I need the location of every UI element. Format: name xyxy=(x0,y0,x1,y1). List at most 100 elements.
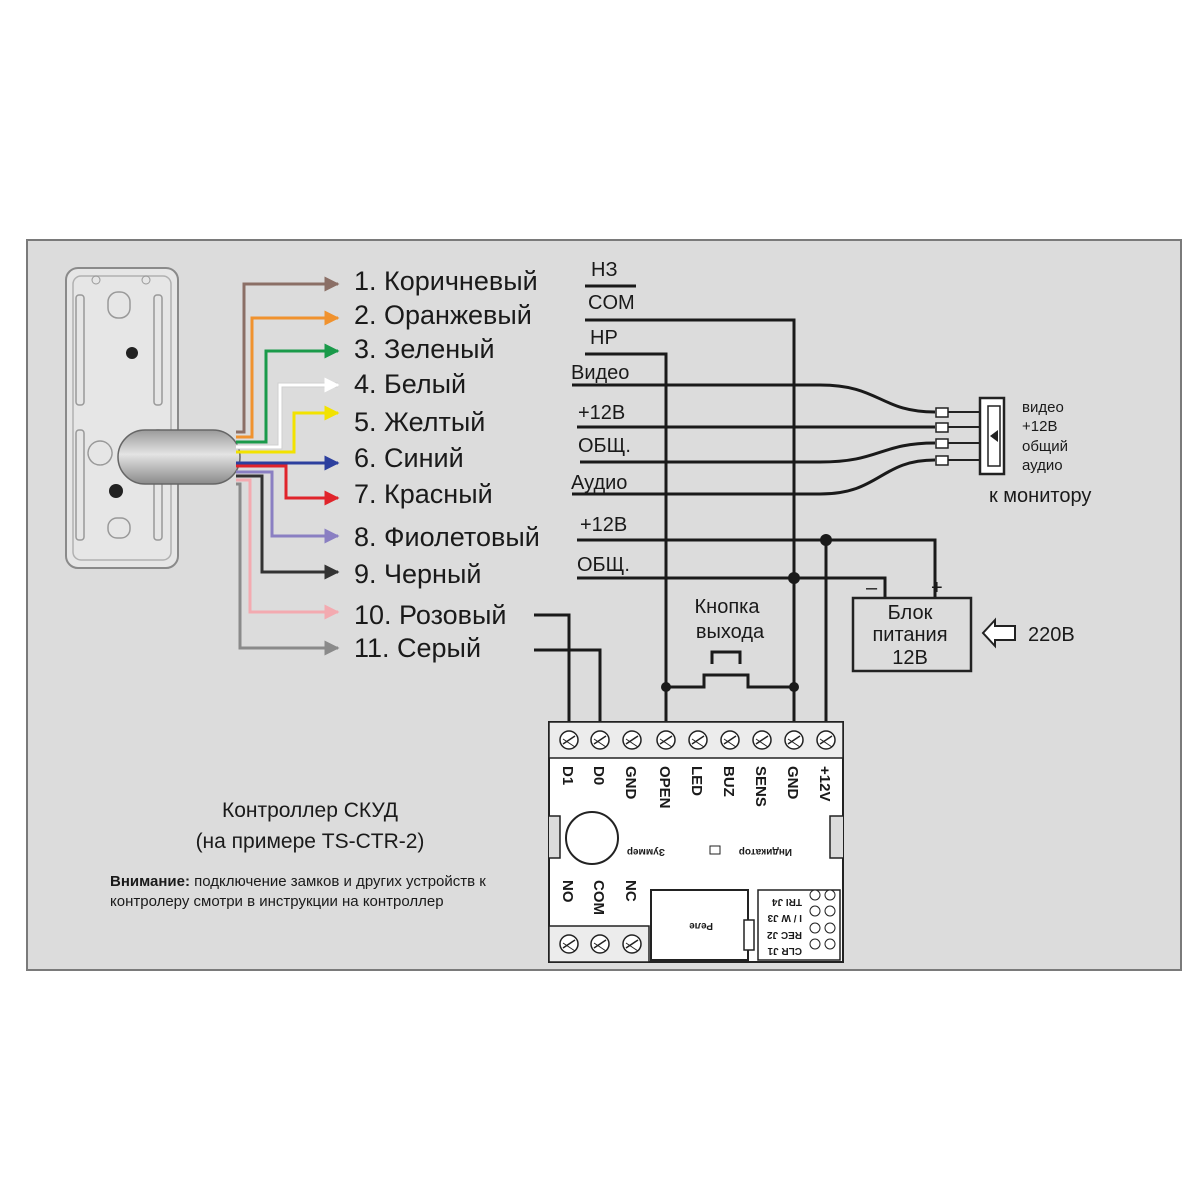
power-supply-plus: + xyxy=(931,577,943,599)
jumper-label: TRI J4 xyxy=(772,896,802,907)
screw-slot xyxy=(755,735,769,745)
wire-yellow xyxy=(236,405,340,454)
exit-button-labels: Кнопка выхода xyxy=(695,596,765,643)
relay-terminal-label: NC xyxy=(622,880,639,902)
buzzer-label: Зуммер xyxy=(627,846,665,857)
jumper-pin xyxy=(809,938,821,950)
screw-slot xyxy=(562,939,576,949)
wire-gray xyxy=(236,482,340,656)
screw-slot xyxy=(593,738,607,748)
terminal-label: GND xyxy=(784,766,801,800)
warning-note-line-1: Внимание: подключение замков и других ус… xyxy=(110,873,486,890)
jumper-label: CLR J1 xyxy=(767,945,802,956)
wire-brown xyxy=(236,276,340,434)
call-panel-device xyxy=(65,267,241,569)
wire-label-pink: 10. Розовый xyxy=(354,600,507,630)
screw-slot xyxy=(625,939,639,949)
screw-slot xyxy=(723,738,737,748)
wire-label-yellow: 5. Желтый xyxy=(354,407,485,437)
terminal-label: OPEN xyxy=(656,766,673,809)
power-supply-label: питания xyxy=(872,624,947,646)
signal-label: ОБЩ. xyxy=(577,554,630,576)
wire-label-orange: 2. Оранжевый xyxy=(354,300,532,330)
mains-voltage-label: 220В xyxy=(1028,624,1075,646)
wire-label-red: 7. Красный xyxy=(354,479,493,509)
screw-slot xyxy=(562,738,576,748)
exit-button-label: выхода xyxy=(696,621,765,643)
screw-slot xyxy=(659,738,673,748)
wire-pink xyxy=(236,478,340,620)
jumper-pin xyxy=(809,905,821,917)
jumper-pin xyxy=(824,889,836,901)
jumper-pins: TRI J4 I / W J3 REC J2 CLR J1 xyxy=(767,889,836,956)
wire-label-gray: 11. Серый xyxy=(354,633,481,663)
screw-slot xyxy=(723,735,737,745)
signal-label: +12В xyxy=(580,514,627,536)
warning-note-text-1: подключение замков и других устройств к xyxy=(190,873,486,890)
wire-black xyxy=(236,474,340,580)
wire-orange xyxy=(236,310,340,439)
screw-slot xyxy=(755,738,769,748)
signal-label: ОБЩ. xyxy=(578,435,631,457)
relay-terminal-label: NO xyxy=(559,880,576,903)
terminal-label: BUZ xyxy=(720,766,737,797)
power-supply-label: Блок xyxy=(888,602,933,624)
monitor-pin-label: общий xyxy=(1022,438,1068,455)
screw-slot xyxy=(691,735,705,745)
wire-label-green: 3. Зеленый xyxy=(354,334,495,364)
cable-wire-labels: 1. Коричневый 2. Оранжевый 3. Зеленый 4. Бе… xyxy=(354,266,540,663)
terminal-label: D1 xyxy=(559,766,576,785)
monitor-caption: к монитору xyxy=(989,485,1091,507)
screw-slot xyxy=(819,735,833,745)
junction-dots xyxy=(661,534,832,692)
jumper-pin xyxy=(824,905,836,917)
wire-label-black: 9. Черный xyxy=(354,559,481,589)
signal-label: COM xyxy=(588,292,635,314)
controller-caption-subtitle: (на примере TS-CTR-2) xyxy=(196,830,425,853)
terminal-label: GND xyxy=(622,766,639,800)
controller-caption-title: Контроллер СКУД xyxy=(222,799,398,822)
screw-slot xyxy=(659,735,673,745)
indicator-label: Индикатор xyxy=(739,846,792,857)
terminal-label: SENS xyxy=(752,766,769,807)
screw-slot xyxy=(787,735,801,745)
monitor-connector xyxy=(935,396,1006,476)
jumper-label: I / W J3 xyxy=(767,912,802,923)
exit-button-label: Кнопка xyxy=(695,596,761,618)
terminal-label: D0 xyxy=(590,766,607,785)
signal-label: +12В xyxy=(578,402,625,424)
mains-input-arrow xyxy=(981,617,1016,649)
screw-slot xyxy=(625,735,639,745)
screw-slot xyxy=(787,738,801,748)
relay-label: Реле xyxy=(689,920,713,931)
circuit-wiring xyxy=(534,284,937,722)
jumper-pin xyxy=(824,922,836,934)
jumper-pin xyxy=(809,889,821,901)
terminal-label: LED xyxy=(688,766,705,796)
screw-slot xyxy=(625,738,639,748)
power-supply-unit xyxy=(851,596,973,673)
wire-white xyxy=(236,377,340,449)
signal-label: Видео xyxy=(571,362,629,384)
controller-board xyxy=(548,721,844,963)
wire-label-brown: 1. Коричневый xyxy=(354,266,538,296)
signal-label: НЗ xyxy=(591,259,618,281)
screw-slot xyxy=(625,942,639,952)
wire-label-violet: 8. Фиолетовый xyxy=(354,522,540,552)
cable-wires xyxy=(236,276,340,656)
wire-violet xyxy=(236,470,340,544)
cable-sleeve xyxy=(117,429,241,485)
monitor-pin-label: видео xyxy=(1022,399,1064,416)
warning-note-line-2: контролеру смотри в инструкции на контро… xyxy=(110,893,444,910)
warning-note-bold: Внимание: xyxy=(110,873,190,890)
jumper-label: REC J2 xyxy=(767,929,802,940)
wire-label-white: 4. Белый xyxy=(354,369,466,399)
monitor-pin-label: +12В xyxy=(1022,418,1057,435)
screw-slot xyxy=(562,942,576,952)
